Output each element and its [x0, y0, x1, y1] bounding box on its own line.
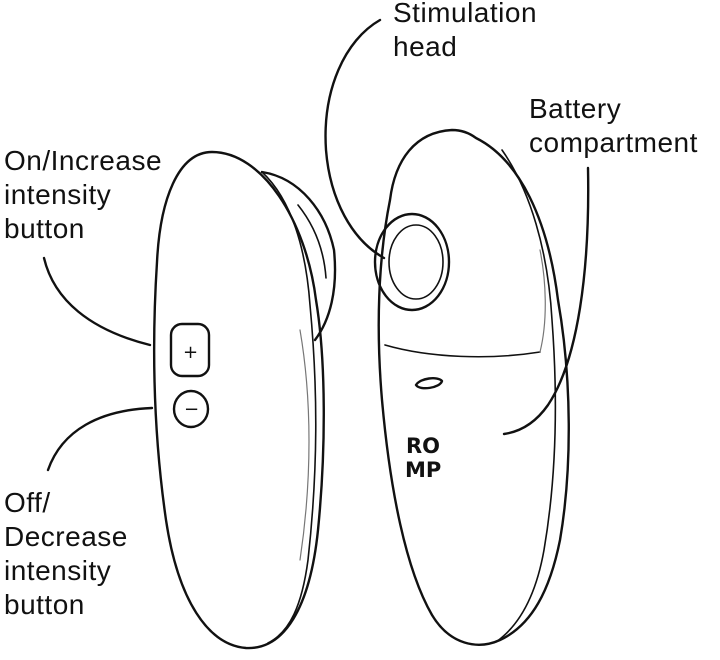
- device-side-view: + −: [153, 150, 337, 650]
- label-line: intensity: [4, 179, 112, 210]
- device-body-outline: [153, 150, 325, 650]
- leader-stimulation-head: [324, 18, 386, 260]
- label-line: compartment: [529, 127, 698, 158]
- label-line: head: [393, 31, 458, 62]
- label-line: button: [4, 589, 85, 620]
- leader-on-increase: [42, 256, 152, 347]
- label-line: intensity: [4, 555, 112, 586]
- label-line: Stimulation: [393, 0, 538, 28]
- device-head-bump-inner: [297, 204, 327, 279]
- increase-button[interactable]: [169, 322, 211, 378]
- stimulation-head-inner: [388, 224, 444, 300]
- front-body-side-edge: [495, 149, 557, 643]
- leader-battery-compartment: [502, 166, 590, 436]
- stimulation-head-ring: [373, 212, 451, 312]
- indicator-slot: [414, 377, 444, 390]
- label-line: Off/: [4, 487, 51, 518]
- romp-logo: RO: [406, 434, 440, 458]
- device-head-bump: [260, 170, 337, 342]
- plus-icon: +: [183, 342, 198, 363]
- device-front-view: RO MP: [373, 128, 570, 646]
- decrease-button[interactable]: [172, 389, 210, 429]
- battery-compartment-label: Battery compartment: [529, 92, 698, 160]
- romp-logo: MP: [405, 458, 441, 482]
- label-line: Battery: [529, 93, 622, 124]
- off-decrease-button-label: Off/ Decrease intensity button: [4, 486, 128, 622]
- label-line: Decrease: [4, 521, 128, 552]
- stimulation-head-label: Stimulation head: [393, 0, 537, 64]
- label-line: On/Increase: [4, 145, 163, 176]
- label-line: button: [4, 213, 85, 244]
- device-body-seam: [261, 171, 317, 644]
- minus-icon: −: [184, 399, 199, 420]
- device-body-highlight: [299, 329, 310, 561]
- leader-off-decrease: [46, 406, 154, 472]
- on-increase-button-label: On/Increase intensity button: [4, 144, 162, 246]
- battery-cap-seam: [384, 344, 541, 358]
- cap-inner-curve: [539, 249, 546, 353]
